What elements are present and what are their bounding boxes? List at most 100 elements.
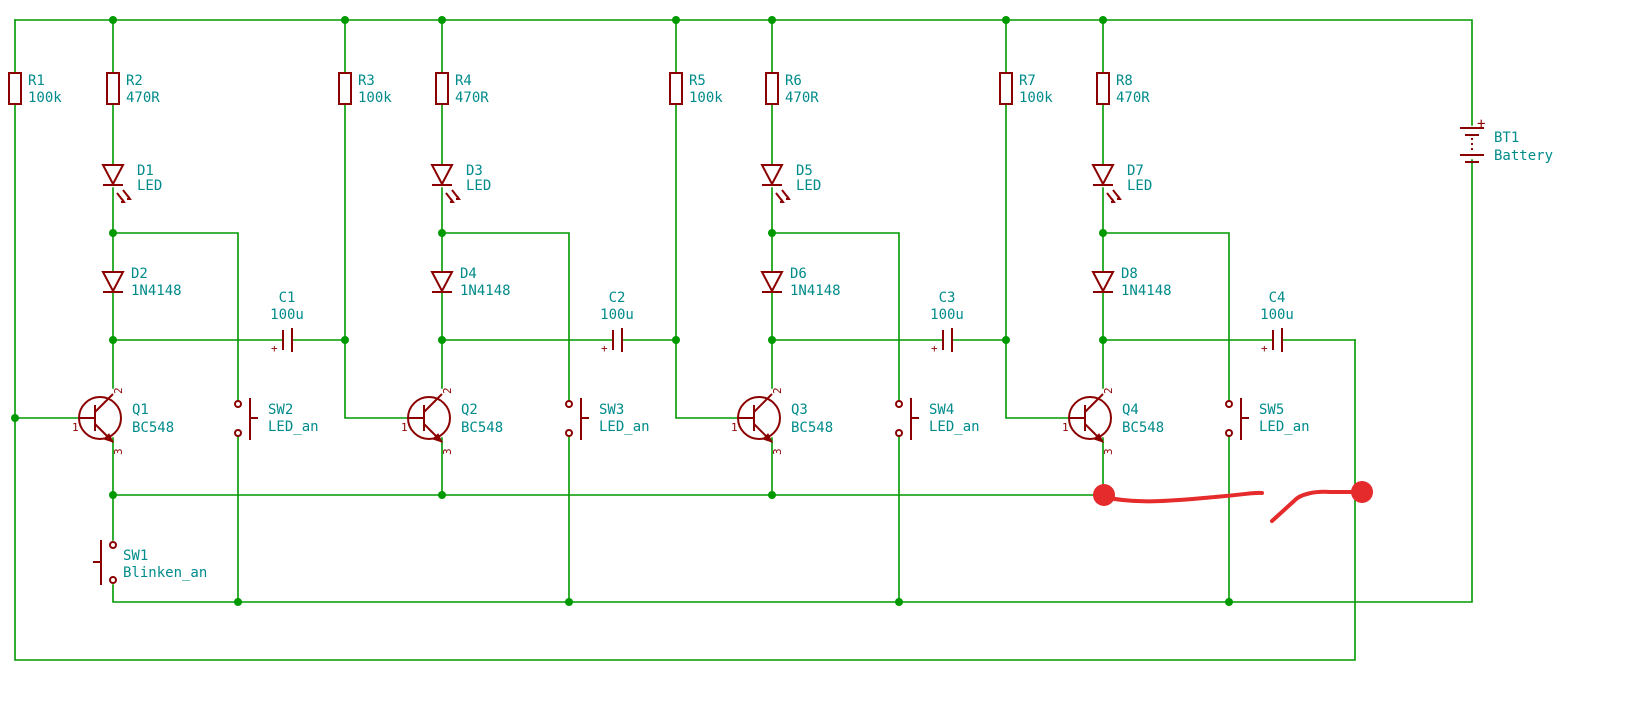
wires [14, 19, 1473, 661]
resistor-r7[interactable]: R7 100k [999, 72, 1053, 106]
junction-dot [438, 16, 446, 24]
diode-value: 1N4148 [790, 283, 841, 299]
pin-emitter: 3 [1102, 448, 1115, 455]
junction-dot [1099, 336, 1107, 344]
switch-ref: SW2 [268, 402, 293, 418]
transistor-q1[interactable]: 1 2 3 Q1 BC548 [72, 387, 174, 455]
transistors: 1 2 3 Q1 BC548 1 2 3 Q2 BC548 1 2 3 Q3 B [72, 387, 1164, 455]
switch-sw2[interactable]: SW2 LED_an [234, 398, 319, 440]
resistor-r4[interactable]: R4 470R [435, 72, 489, 106]
battery-plus-sign: + [1477, 116, 1485, 132]
resistor-r5[interactable]: R5 100k [669, 72, 723, 106]
diode-d8[interactable]: D8 1N4148 [1091, 266, 1172, 299]
diode-value: 1N4148 [131, 283, 182, 299]
capacitor-c4[interactable]: + C4 100u [1260, 290, 1294, 355]
resistor-r3[interactable]: R3 100k [338, 72, 392, 106]
transistor-q4[interactable]: 1 2 3 Q4 BC548 [1062, 387, 1164, 455]
led-value: LED [1127, 178, 1152, 194]
diode-d6[interactable]: D6 1N4148 [760, 266, 841, 299]
diode-d2[interactable]: D2 1N4148 [101, 266, 182, 299]
led-d1[interactable]: D1 LED [101, 163, 162, 203]
transistor-value: BC548 [1122, 420, 1164, 436]
resistor-value: 100k [28, 90, 62, 106]
transistor-q2[interactable]: 1 2 3 Q2 BC548 [401, 387, 503, 455]
leds: D1 LED D3 LED D5 LED D7 LED [101, 163, 1152, 203]
switch-ref: SW1 [123, 548, 148, 564]
diode-d4[interactable]: D4 1N4148 [430, 266, 511, 299]
pin-base: 1 [401, 421, 408, 434]
junction-dot [1002, 16, 1010, 24]
capacitor-ref: C2 [609, 290, 626, 306]
junction-dot [768, 16, 776, 24]
battery-ref: BT1 [1494, 130, 1519, 146]
junction-dot [672, 336, 680, 344]
resistor-r2[interactable]: R2 470R [106, 72, 160, 106]
capacitor-c2[interactable]: + C2 100u [600, 290, 634, 355]
switch-sw5[interactable]: SW5 LED_an [1225, 398, 1310, 440]
junction-dot [768, 491, 776, 499]
switch-sw3[interactable]: SW3 LED_an [565, 398, 650, 440]
led-ref: D7 [1127, 163, 1144, 179]
led-d7[interactable]: D7 LED [1091, 163, 1152, 203]
junction-dot [768, 229, 776, 237]
junction-dot [341, 336, 349, 344]
resistor-value: 470R [785, 90, 819, 106]
resistor-ref: R8 [1116, 73, 1133, 89]
led-d3[interactable]: D3 LED [430, 163, 491, 203]
switch-sw1[interactable]: SW1 Blinken_an [93, 540, 207, 585]
capacitor-c3[interactable]: + C3 100u [930, 290, 964, 355]
diode-ref: D6 [790, 266, 807, 282]
junction-dot [438, 491, 446, 499]
led-value: LED [137, 178, 162, 194]
led-d5[interactable]: D5 LED [760, 163, 821, 203]
transistor-value: BC548 [461, 420, 503, 436]
junction-dot [109, 229, 117, 237]
pin-collector: 2 [1102, 387, 1115, 394]
pin-collector: 2 [112, 387, 125, 394]
resistor-ref: R3 [358, 73, 375, 89]
annotation-dot-left [1093, 484, 1115, 506]
capacitor-value: 100u [1260, 307, 1294, 323]
junction-dot [1099, 16, 1107, 24]
pin-base: 1 [731, 421, 738, 434]
battery-value: Battery [1494, 148, 1553, 164]
annotation-dot-right [1351, 481, 1373, 503]
resistors: R1 100k R2 470R R3 100k R4 470R R5 100k … [8, 72, 1150, 106]
switch-sw4[interactable]: SW4 LED_an [895, 398, 980, 440]
led-value: LED [796, 178, 821, 194]
capacitor-value: 100u [270, 307, 304, 323]
resistor-r8[interactable]: R8 470R [1096, 72, 1150, 106]
led-value: LED [466, 178, 491, 194]
pin-emitter: 3 [771, 448, 784, 455]
resistor-r6[interactable]: R6 470R [765, 72, 819, 106]
resistor-r1[interactable]: R1 100k [8, 72, 62, 106]
diode-value: 1N4148 [460, 283, 511, 299]
junction-dot [768, 336, 776, 344]
battery-bt1[interactable]: + BT1 Battery [1460, 116, 1553, 164]
annotation-stroke-left [1102, 490, 1264, 504]
led-ref: D3 [466, 163, 483, 179]
pin-emitter: 3 [441, 448, 454, 455]
resistor-ref: R4 [455, 73, 472, 89]
transistor-ref: Q2 [461, 402, 478, 418]
pin-base: 1 [72, 421, 79, 434]
resistor-ref: R6 [785, 73, 802, 89]
pin-base: 1 [1062, 421, 1069, 434]
junction-dot [109, 336, 117, 344]
capacitor-plus: + [601, 342, 608, 355]
annotation-stroke-right [1270, 489, 1360, 523]
junction-dot [672, 16, 680, 24]
led-ref: D5 [796, 163, 813, 179]
diode-ref: D8 [1121, 266, 1138, 282]
switch-ref: SW5 [1259, 402, 1284, 418]
resistor-value: 100k [1019, 90, 1053, 106]
capacitor-c1[interactable]: + C1 100u [270, 290, 304, 355]
capacitor-ref: C4 [1269, 290, 1286, 306]
pin-collector: 2 [441, 387, 454, 394]
resistor-ref: R5 [689, 73, 706, 89]
switches: SW1 Blinken_an SW2 LED_an SW3 LED_an SW4… [93, 398, 1310, 585]
resistor-value: 470R [455, 90, 489, 106]
transistor-q3[interactable]: 1 2 3 Q3 BC548 [731, 387, 833, 455]
capacitor-plus: + [271, 342, 278, 355]
